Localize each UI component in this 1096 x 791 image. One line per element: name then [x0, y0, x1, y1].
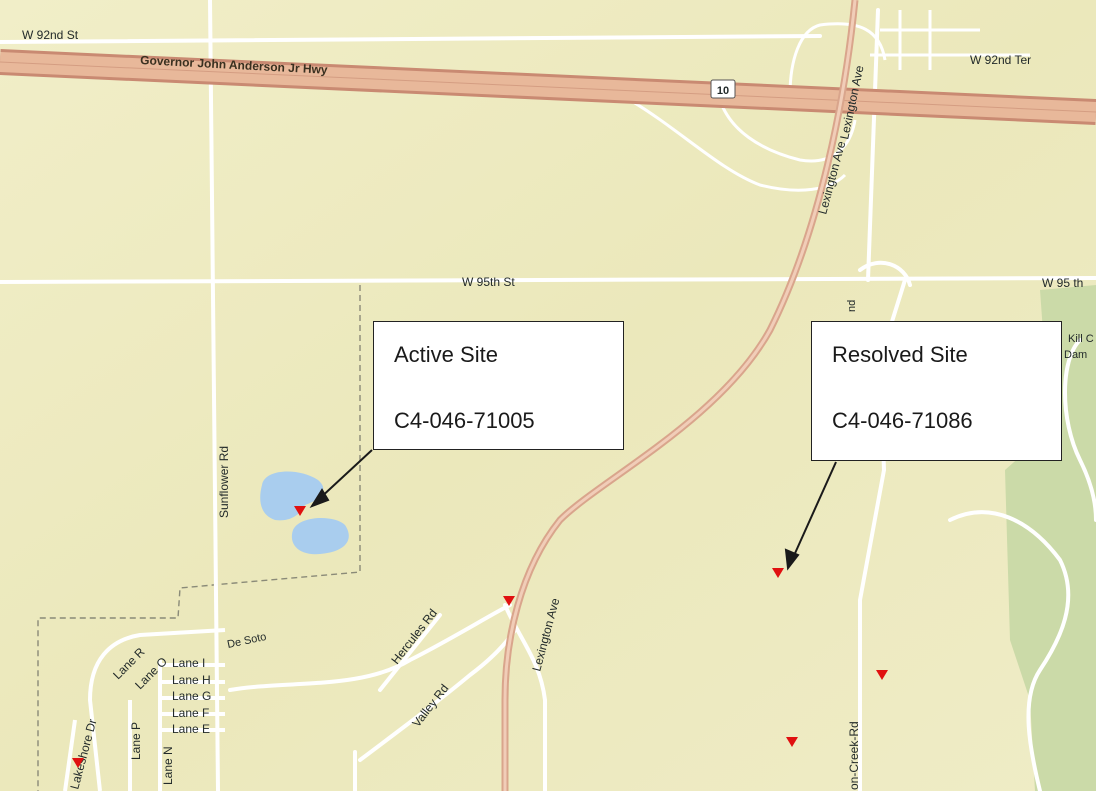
- label-lane-h: Lane H: [172, 673, 211, 687]
- subdivision-streets: [63, 628, 226, 791]
- lake-north: [260, 471, 324, 521]
- label-lane-g: Lane G: [172, 689, 211, 703]
- label-lane-e: Lane E: [172, 722, 210, 736]
- lexington-ave: [501, 0, 859, 791]
- resolved-site-code: C4-046-71086: [832, 408, 973, 433]
- active-arrow-line: [317, 449, 373, 501]
- marker-resolved-site-icon[interactable]: [772, 568, 784, 578]
- label-creek-rd: on-Creek-Rd: [847, 721, 861, 790]
- k10-shield-icon: 10: [710, 79, 736, 99]
- active-arrow-head-icon: [309, 488, 330, 508]
- label-park-partial: Dam: [1064, 349, 1087, 361]
- label-lane-p: Lane P: [129, 722, 143, 760]
- marker-lexington-icon[interactable]: [503, 596, 515, 606]
- kill-creek-park-area: [1005, 285, 1096, 791]
- resolved-arrow-head-icon: [784, 548, 800, 571]
- marker-creek-icon[interactable]: [876, 670, 888, 680]
- resolved-arrow-line: [791, 461, 837, 561]
- label-w92nd-ter: W 92nd Ter: [970, 53, 1031, 67]
- marker-lakeshore-icon[interactable]: [72, 758, 84, 768]
- highway-k10: [0, 49, 1096, 125]
- label-lane-f: Lane F: [172, 706, 209, 720]
- label-nd-partial: nd: [846, 300, 858, 312]
- resolved-site-callout: Resolved Site C4-046-71086: [811, 321, 1062, 461]
- label-lane-n: Lane N: [161, 746, 175, 785]
- label-kill-creek-park: Kill C: [1068, 333, 1094, 345]
- resolved-site-title: Resolved Site: [832, 342, 968, 367]
- site-markers: [72, 506, 888, 768]
- k10-shield-label: 10: [717, 85, 729, 97]
- active-site-title: Active Site: [394, 342, 498, 367]
- active-site-callout: Active Site C4-046-71005: [373, 321, 624, 450]
- marker-active-site-icon[interactable]: [294, 506, 306, 516]
- label-lane-i: Lane I: [172, 656, 205, 670]
- label-sunflower-rd: Sunflower Rd: [217, 446, 231, 518]
- marker-south-icon[interactable]: [786, 737, 798, 747]
- active-site-code: C4-046-71005: [394, 408, 535, 433]
- label-w92nd-st: W 92nd St: [22, 28, 79, 42]
- label-w95th-st: W 95th St: [462, 275, 515, 289]
- lake-south: [291, 518, 349, 555]
- callout-arrows: [309, 449, 837, 571]
- label-w95th-right: W 95 th: [1042, 276, 1083, 290]
